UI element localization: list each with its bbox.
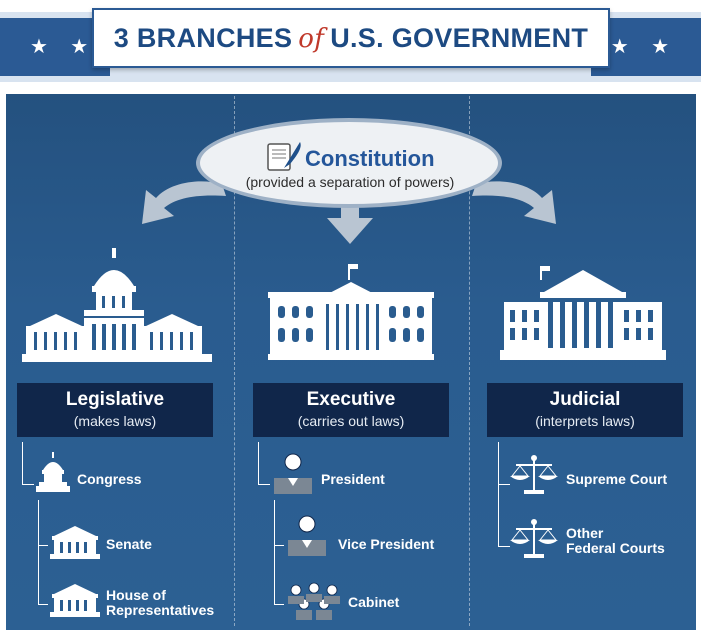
branch-name: Executive bbox=[306, 389, 396, 410]
constitution-ellipse bbox=[196, 118, 502, 208]
branch-box-judicial: Judicial (interprets laws) bbox=[487, 383, 683, 437]
vice-president-person-icon bbox=[288, 515, 326, 556]
item-house-of-representatives: House of Representatives bbox=[106, 588, 214, 618]
tree-branch-line bbox=[258, 484, 270, 485]
tree-line-legislative bbox=[22, 442, 23, 484]
tree-line-congress bbox=[38, 500, 39, 604]
scales-of-justice-icon bbox=[510, 519, 558, 558]
branch-description: (carries out laws) bbox=[297, 413, 405, 429]
scroll-quill-icon bbox=[267, 142, 301, 171]
item-other-federal-courts: Other Federal Courts bbox=[566, 526, 665, 556]
tree-branch-line bbox=[498, 484, 510, 485]
tree-line-judicial bbox=[498, 442, 499, 546]
cabinet-group-icon bbox=[288, 582, 340, 620]
item-vice-president: Vice President bbox=[338, 536, 435, 552]
capitol-dome-icon bbox=[36, 452, 70, 492]
stars-left-icon: ★ ★ bbox=[30, 34, 97, 58]
supreme-court-building-icon bbox=[500, 266, 666, 360]
branch-name: Judicial bbox=[549, 389, 621, 410]
arrow-down-icon bbox=[327, 200, 373, 244]
branch-box-executive: Executive (carries out laws) bbox=[253, 383, 449, 437]
arrow-left-icon bbox=[142, 181, 226, 224]
branch-name: Legislative bbox=[65, 389, 165, 410]
constitution-title: Constitution bbox=[305, 146, 435, 171]
item-line: House of bbox=[106, 587, 166, 603]
tree-branch-line bbox=[274, 604, 284, 605]
arrow-right-icon bbox=[472, 181, 556, 224]
white-house-icon bbox=[268, 264, 434, 360]
tree-branch-line bbox=[38, 545, 48, 546]
tree-line-executive bbox=[258, 442, 259, 484]
branch-description: (makes laws) bbox=[73, 413, 157, 429]
header-ribbon-left bbox=[0, 18, 110, 76]
item-line: Federal Courts bbox=[566, 540, 665, 556]
tree-line-president bbox=[274, 500, 275, 604]
item-cabinet: Cabinet bbox=[348, 594, 400, 610]
title-subject: U.S. GOVERNMENT bbox=[330, 22, 589, 53]
tree-branch-line bbox=[274, 545, 284, 546]
column-divider-right bbox=[469, 96, 470, 626]
item-line: Other bbox=[566, 525, 604, 541]
constitution-subtitle: (provided a separation of powers) bbox=[245, 174, 455, 190]
house-building-icon bbox=[50, 584, 100, 617]
branch-box-legislative: Legislative (makes laws) bbox=[17, 383, 213, 437]
stars-right-icon: ★ ★ bbox=[610, 34, 677, 58]
tree-branch-line bbox=[498, 546, 510, 547]
senate-building-icon bbox=[50, 526, 100, 559]
capitol-building-icon bbox=[22, 248, 212, 362]
tree-branch-line bbox=[38, 604, 48, 605]
branch-description: (interprets laws) bbox=[535, 413, 635, 429]
item-senate: Senate bbox=[106, 536, 152, 552]
item-congress: Congress bbox=[77, 471, 142, 487]
item-president: President bbox=[321, 471, 385, 487]
column-divider-left bbox=[234, 96, 235, 626]
title-of: of bbox=[298, 23, 325, 54]
tree-branch-line bbox=[22, 484, 34, 485]
item-line: Representatives bbox=[106, 602, 215, 618]
scales-of-justice-icon bbox=[510, 455, 558, 494]
item-supreme-court: Supreme Court bbox=[566, 471, 668, 487]
president-person-icon bbox=[274, 453, 312, 494]
title-main: 3 BRANCHES bbox=[113, 22, 293, 53]
